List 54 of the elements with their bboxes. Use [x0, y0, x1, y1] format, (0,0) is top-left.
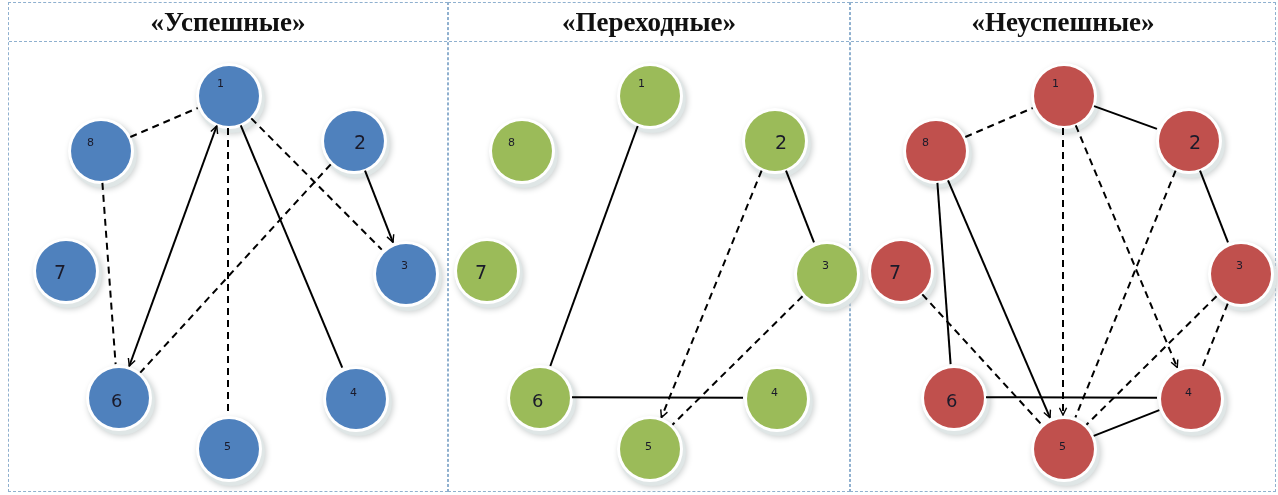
node-number: 4 — [1185, 387, 1192, 398]
node-number: 6 — [946, 392, 958, 410]
node-number: 6 — [532, 392, 544, 410]
connector-line — [250, 117, 383, 251]
node-number: 7 — [889, 263, 902, 282]
panel-title: «Переходные» — [561, 6, 737, 39]
panel-title: «Успешные» — [149, 6, 307, 39]
node-number: 5 — [645, 441, 652, 452]
node-number: 4 — [771, 387, 778, 398]
panel-title: «Неуспешные» — [970, 6, 1156, 39]
connector-line — [1092, 409, 1161, 437]
node-number: 3 — [1236, 260, 1243, 271]
panel-frame — [850, 2, 1276, 492]
connector-line — [139, 163, 332, 374]
connector-line — [129, 107, 199, 138]
node-number: 8 — [922, 137, 929, 148]
node-number: 1 — [1052, 78, 1059, 89]
connector-line — [1074, 169, 1177, 419]
node-number: 8 — [508, 137, 515, 148]
node-number: 1 — [217, 78, 224, 89]
connector-line — [1201, 302, 1229, 369]
connector-line — [549, 125, 639, 367]
connector-line — [936, 181, 952, 366]
connector-line — [985, 396, 1158, 399]
node-number: 8 — [87, 137, 94, 148]
connector-line — [671, 295, 804, 426]
node-number: 6 — [111, 392, 123, 410]
connector-line — [1093, 105, 1158, 130]
node-number: 2 — [354, 133, 367, 152]
connector-line — [1074, 124, 1179, 369]
node-number: 3 — [401, 260, 408, 271]
connector-line — [127, 125, 219, 367]
connector-line — [1085, 295, 1218, 426]
node-number: 7 — [475, 263, 488, 282]
connector-line — [1058, 127, 1068, 416]
connector-line — [239, 124, 344, 369]
node-number: 5 — [1059, 441, 1066, 452]
panel-frame — [8, 2, 448, 492]
node-number: 4 — [350, 387, 357, 398]
node-number: 1 — [638, 78, 645, 89]
connector-line — [947, 179, 1052, 419]
node-number: 3 — [822, 260, 829, 271]
node-number: 2 — [1189, 133, 1202, 152]
connector-line — [964, 107, 1034, 138]
connector-line — [660, 169, 763, 419]
connector-line — [364, 169, 395, 244]
node-number: 2 — [775, 133, 788, 152]
connector-line — [571, 396, 744, 399]
connector-line — [785, 169, 815, 244]
connector-line — [101, 181, 117, 366]
connector-line — [1199, 169, 1229, 244]
connector-line — [921, 293, 1042, 425]
node-number: 7 — [54, 263, 67, 282]
node-number: 5 — [224, 441, 231, 452]
